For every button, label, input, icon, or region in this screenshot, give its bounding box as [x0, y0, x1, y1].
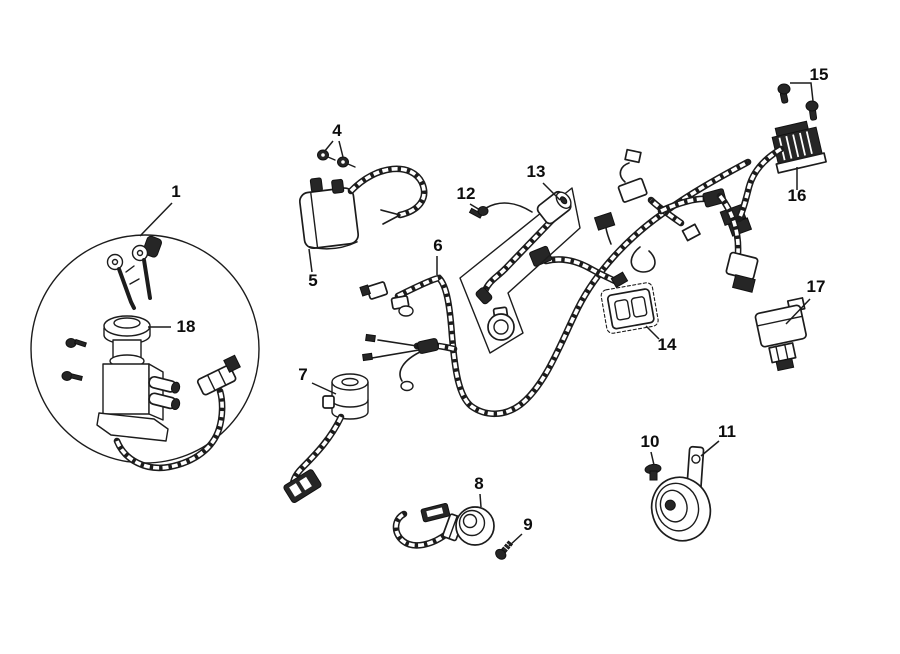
regulator-lead — [735, 145, 785, 223]
harness-connector-mid — [529, 245, 553, 267]
callout-18-label: 18 — [177, 317, 196, 336]
harness-connector-right — [725, 251, 759, 293]
callout-5: 5 — [308, 248, 318, 290]
callout-4-label: 4 — [332, 121, 342, 140]
part-7-cdi-unit — [283, 373, 369, 504]
callout-16-label: 16 — [788, 186, 807, 205]
callout-6: 6 — [433, 236, 443, 275]
callout-8: 8 — [474, 474, 484, 508]
part-1-key-switch-assembly — [30, 234, 260, 472]
callout-1-label: 1 — [171, 182, 180, 201]
callout-15-label: 15 — [810, 65, 829, 84]
callout-15: 15 — [790, 65, 829, 102]
kit-outline-box — [459, 187, 581, 354]
part-12-screw — [468, 202, 533, 219]
harness-connector-left-upper — [359, 281, 414, 317]
plug-wire-connector — [536, 190, 572, 225]
callout-4: 4 — [323, 121, 344, 158]
callout-17-label: 17 — [807, 277, 826, 296]
callout-10: 10 — [641, 432, 660, 466]
plug-cap — [487, 306, 515, 341]
coil-ht-lead — [347, 165, 428, 219]
keys — [106, 244, 152, 310]
part-16-regulator-rectifier — [735, 120, 827, 223]
callout-17: 17 — [785, 277, 826, 325]
cdi-connector — [283, 469, 322, 504]
part-8-pickup-switch — [392, 502, 495, 549]
callout-10-label: 10 — [641, 432, 660, 451]
part-4-nuts — [317, 149, 356, 168]
callout-9: 9 — [508, 515, 533, 547]
callout-9-label: 9 — [523, 515, 532, 534]
callout-11: 11 — [700, 422, 736, 457]
callout-16: 16 — [788, 167, 807, 205]
callout-13-label: 13 — [527, 162, 546, 181]
part-10-bolt — [644, 463, 662, 481]
part-6-wire-harness — [359, 148, 759, 418]
callouts: 1 4 5 6 7 8 9 10 — [139, 65, 829, 547]
callout-11-label: 11 — [718, 422, 736, 441]
callout-8-label: 8 — [474, 474, 483, 493]
callout-18: 18 — [148, 317, 195, 336]
callout-14: 14 — [645, 325, 677, 354]
switch-screws — [61, 338, 87, 381]
part-11-horn — [650, 445, 712, 542]
switch-body — [96, 339, 181, 442]
part-15-bolts — [777, 83, 819, 121]
harness-branch-left-lower — [362, 333, 439, 392]
callout-5-label: 5 — [308, 271, 317, 290]
callout-14-label: 14 — [658, 335, 677, 354]
callout-1: 1 — [139, 182, 181, 237]
part-9-screw — [495, 540, 514, 560]
part-14-fuse-case — [600, 282, 659, 334]
callout-13: 13 — [527, 162, 561, 201]
switch-connector — [196, 354, 241, 396]
callout-7: 7 — [298, 365, 337, 395]
part-13-plug-cap-kit — [459, 187, 581, 354]
plug-cap-elbow — [475, 287, 493, 305]
callout-7-label: 7 — [298, 365, 307, 384]
callout-6-label: 6 — [433, 236, 442, 255]
part-5-ignition-coil — [298, 165, 428, 250]
callout-12-label: 12 — [457, 184, 476, 203]
callout-12: 12 — [457, 184, 481, 211]
part-17-relay — [754, 297, 807, 372]
harness-connector-top-left — [617, 148, 648, 203]
